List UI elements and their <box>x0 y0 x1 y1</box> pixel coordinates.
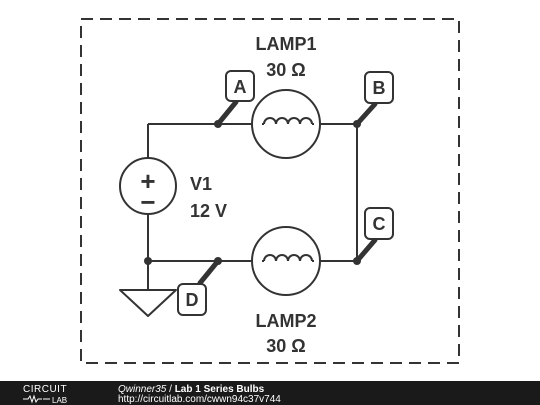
lamp-bulb-icon <box>251 226 321 296</box>
probe-b-label: B <box>373 78 386 98</box>
lamp2-name-label: LAMP2 <box>255 311 316 331</box>
brand-bottom-text: LAB <box>52 396 67 405</box>
source-plus-sign: + <box>140 166 155 196</box>
circuitlab-logo: CIRCUIT LAB <box>23 384 67 405</box>
probe-a-label: A <box>234 77 247 97</box>
lamp1 <box>251 89 321 159</box>
brand-top-text: CIRCUIT <box>23 384 67 395</box>
source-minus-sign: − <box>140 187 155 217</box>
credit-separator: / <box>166 384 174 395</box>
lamp1-name-label: LAMP1 <box>255 34 316 54</box>
circuit-url-link[interactable]: http://circuitlab.com/cwwn94c37v744 <box>118 394 281 405</box>
probe-a: A <box>215 70 255 127</box>
probe-d: D <box>177 258 221 316</box>
resistor-logo-icon <box>23 394 42 404</box>
voltage-source-v1: + − <box>119 157 177 217</box>
lamp2 <box>251 226 321 296</box>
footer-bar: CIRCUIT LAB Qwinner35 / Lab 1 Series Bul… <box>0 381 540 405</box>
voltage-source-icon <box>119 157 177 215</box>
source-name-label: V1 <box>190 174 212 194</box>
node-ground-dot <box>144 257 152 265</box>
lamp-filament-icon <box>262 117 314 125</box>
lamp1-resistance-label: 30 Ω <box>266 60 305 80</box>
probe-b: B <box>354 71 394 127</box>
circuit-title: Lab 1 Series Bulbs <box>175 384 265 395</box>
lamp2-resistance-label: 30 Ω <box>266 336 305 356</box>
probe-c-label: C <box>373 214 386 234</box>
wires <box>147 123 358 290</box>
ground-icon <box>119 289 177 317</box>
author-name[interactable]: Qwinner35 <box>118 384 167 395</box>
footer-credit: Qwinner35 / Lab 1 Series Bulbs <box>118 384 265 395</box>
source-voltage-label: 12 V <box>190 201 227 221</box>
probe-c: C <box>354 207 394 264</box>
lamp-filament-icon <box>262 254 314 262</box>
probe-d-label: D <box>186 290 199 310</box>
junction-nodes <box>144 120 361 265</box>
lamp-bulb-icon <box>251 89 321 159</box>
